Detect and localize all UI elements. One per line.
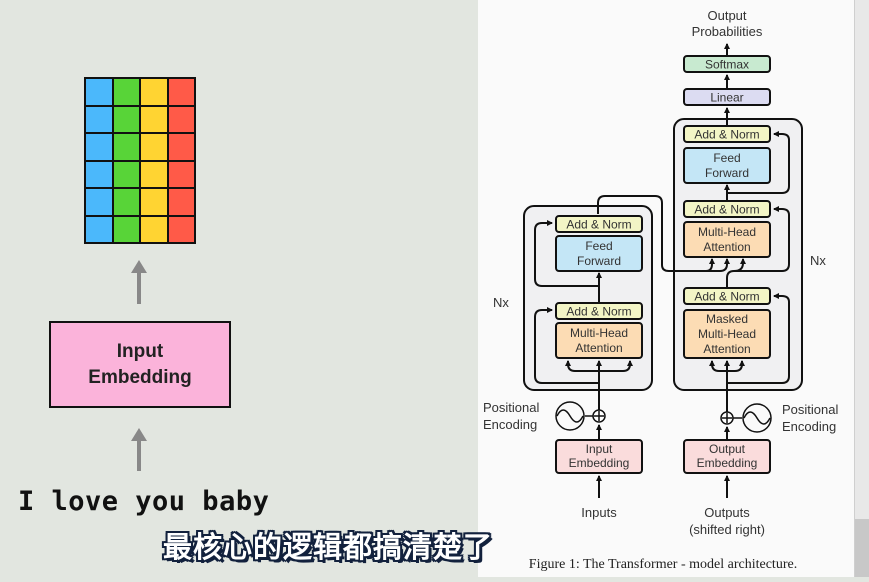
decoder-ff-line2: Forward bbox=[705, 166, 749, 180]
matrix-cell bbox=[113, 134, 139, 160]
matrix-cell bbox=[113, 106, 139, 132]
softmax-label: Softmax bbox=[705, 58, 749, 72]
embed-box-line2: Embedding bbox=[88, 366, 192, 388]
matrix-cell bbox=[141, 134, 167, 160]
input-embedding-line2: Embedding bbox=[569, 456, 630, 470]
figure-caption: Figure 1: The Transformer - model archit… bbox=[529, 557, 797, 572]
encoder-feed-forward bbox=[555, 235, 643, 272]
sine-wave-icon bbox=[555, 401, 585, 431]
encoder-add-norm-bottom bbox=[555, 302, 643, 320]
output-prob-line2: Probabilities bbox=[692, 24, 763, 39]
matrix-cell bbox=[113, 216, 139, 242]
decoder-masked-attention bbox=[683, 309, 771, 359]
matrix-cell bbox=[113, 79, 139, 105]
transformer-diagram: Output Probabilities Softmax Linear Add … bbox=[483, 8, 838, 572]
matrix-cell bbox=[141, 79, 167, 105]
output-embedding-line2: Embedding bbox=[697, 456, 758, 470]
up-arrow-icon bbox=[131, 428, 147, 471]
decoder-feed-forward bbox=[683, 147, 771, 184]
matrix-cell bbox=[168, 79, 194, 105]
matrix-cell bbox=[86, 189, 112, 215]
encoder-multi-head-attention bbox=[555, 322, 643, 359]
softmax-box bbox=[683, 55, 771, 73]
matrix-cell bbox=[141, 106, 167, 132]
slide-left-pane: Input Embedding I love you baby bbox=[18, 77, 270, 517]
input-embedding-line1: Input bbox=[586, 442, 613, 456]
matrix-cell bbox=[141, 216, 167, 242]
pos-enc-left-line2: Encoding bbox=[483, 417, 537, 432]
encoder-ff-line1: Feed bbox=[585, 239, 612, 253]
matrix-cell bbox=[168, 106, 194, 132]
linear-box bbox=[683, 88, 771, 106]
decoder-multi-head-attention bbox=[683, 221, 771, 258]
outputs-line2: (shifted right) bbox=[689, 522, 765, 537]
matrix-cell bbox=[141, 161, 167, 187]
pos-enc-right-line1: Positional bbox=[782, 402, 838, 417]
masked-line3: Attention bbox=[703, 342, 750, 356]
pos-enc-right-line2: Encoding bbox=[782, 419, 836, 434]
input-sentence: I love you baby bbox=[18, 486, 270, 517]
matrix-cell bbox=[168, 216, 194, 242]
encoder-add-norm-bottom-label: Add & Norm bbox=[566, 305, 631, 319]
pos-enc-left-line1: Positional bbox=[483, 400, 539, 415]
matrix-cell bbox=[86, 79, 112, 105]
matrix-cell bbox=[86, 216, 112, 242]
encoder-repeat-label: Nx bbox=[493, 295, 509, 310]
encoder-stack bbox=[523, 205, 653, 391]
decoder-mha-line1: Multi-Head bbox=[698, 225, 756, 239]
embed-box-line1: Input bbox=[116, 340, 164, 362]
linear-label: Linear bbox=[710, 91, 743, 105]
decoder-add-norm-mid-label: Add & Norm bbox=[694, 203, 759, 217]
encoder-add-norm-top-label: Add & Norm bbox=[566, 218, 631, 232]
masked-line2: Multi-Head bbox=[698, 327, 756, 341]
sine-wave-icon bbox=[742, 403, 772, 433]
matrix-cell bbox=[86, 161, 112, 187]
inputs-label: Inputs bbox=[581, 505, 617, 520]
video-subtitle: 最核心的逻辑都搞清楚了 bbox=[163, 530, 494, 564]
encoder-mha-line2: Attention bbox=[575, 341, 622, 355]
up-arrow-icon bbox=[131, 260, 147, 304]
outputs-line1: Outputs bbox=[704, 505, 750, 520]
input-embedding-box: Input Embedding bbox=[49, 321, 231, 408]
input-embedding-block bbox=[555, 439, 643, 474]
decoder-add-norm-top bbox=[683, 125, 771, 143]
encoder-mha-line1: Multi-Head bbox=[570, 326, 628, 340]
matrix-cell bbox=[113, 189, 139, 215]
output-prob-line1: Output bbox=[707, 8, 746, 23]
matrix-cell bbox=[86, 134, 112, 160]
decoder-repeat-label: Nx bbox=[810, 253, 826, 268]
output-embedding-block bbox=[683, 439, 771, 474]
matrix-cell bbox=[141, 189, 167, 215]
decoder-add-norm-top-label: Add & Norm bbox=[694, 128, 759, 142]
decoder-add-norm-bottom bbox=[683, 287, 771, 305]
matrix-cell bbox=[168, 161, 194, 187]
decoder-add-norm-mid bbox=[683, 200, 771, 218]
window-edge-scrollbar[interactable] bbox=[854, 0, 869, 577]
encoder-ff-line2: Forward bbox=[577, 254, 621, 268]
matrix-cell bbox=[86, 106, 112, 132]
decoder-ff-line1: Feed bbox=[713, 151, 740, 165]
window-edge-shadow bbox=[855, 519, 869, 577]
decoder-mha-line2: Attention bbox=[703, 240, 750, 254]
decoder-add-norm-bottom-label: Add & Norm bbox=[694, 290, 759, 304]
paper-page: Output Probabilities Softmax Linear Add … bbox=[478, 0, 854, 577]
matrix-cell bbox=[168, 134, 194, 160]
encoder-add-norm-top bbox=[555, 215, 643, 233]
masked-line1: Masked bbox=[706, 312, 748, 326]
output-embedding-line1: Output bbox=[709, 442, 746, 456]
embedding-matrix bbox=[84, 77, 196, 244]
matrix-cell bbox=[168, 189, 194, 215]
matrix-cell bbox=[113, 161, 139, 187]
